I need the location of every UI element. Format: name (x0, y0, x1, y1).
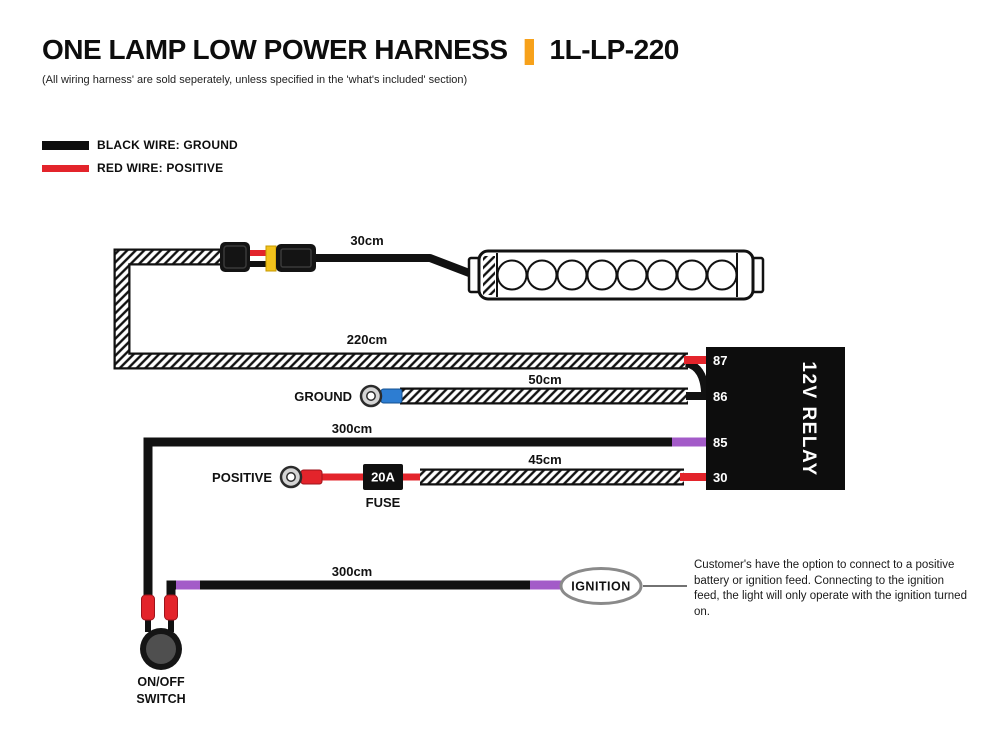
ground-terminal (359, 384, 403, 408)
connector-plug-left (220, 242, 250, 272)
title-separator: | (519, 34, 539, 65)
diagram-labels: 30cm 220cm 50cm 300cm 45cm 300cm GROUND … (136, 233, 561, 706)
switch-assembly (140, 594, 182, 670)
page-title: ONE LAMP LOW POWER HARNESS | 1L-LP-220 (42, 34, 679, 66)
light-bar-end-cap (483, 256, 495, 295)
subtitle: (All wiring harness' are sold seperately… (42, 74, 468, 86)
led-lenses (496, 259, 738, 291)
positive-label: POSITIVE (212, 470, 272, 485)
legend-item-positive: RED WIRE: POSITIVE (42, 161, 238, 175)
ignition-wire (166, 580, 561, 598)
red-bullet-terminal (141, 594, 155, 621)
blue-crimp (380, 388, 403, 404)
positive-terminal (279, 465, 323, 489)
red-bullet-terminal (164, 594, 178, 621)
main-loom-wire (113, 248, 688, 370)
fuse-rating: 20A (371, 470, 395, 485)
ignition-note: Customer's have the option to connect to… (694, 559, 967, 618)
connector-black-stub (250, 261, 268, 267)
switch-relay-wire (143, 437, 676, 598)
fuse-holder: 20A (363, 464, 403, 490)
red-crimp (300, 469, 323, 485)
length-label-45cm: 45cm (528, 452, 561, 467)
connector-yellow-seal (265, 245, 277, 272)
length-label-300cm-ignition: 300cm (332, 564, 372, 579)
switch-label-line2: SWITCH (136, 692, 185, 706)
relay-label: 12V RELAY (798, 361, 819, 476)
relay-pin-30: 30 (713, 470, 727, 485)
relay-box: 87 86 85 30 12V RELAY (706, 347, 845, 490)
led-light-bar (467, 249, 765, 301)
length-label-300cm-relay: 300cm (332, 421, 372, 436)
legend: BLACK WIRE: GROUND RED WIRE: POSITIVE (42, 138, 238, 175)
relay-pin-86: 86 (713, 389, 727, 404)
relay-pin-85: 85 (713, 435, 727, 450)
ignition-label: IGNITION (571, 580, 631, 594)
legend-label-positive: RED WIRE: POSITIVE (97, 161, 224, 175)
header: ONE LAMP LOW POWER HARNESS | 1L-LP-220 (… (42, 34, 679, 86)
ignition-node: IGNITION (559, 567, 687, 605)
lamp-wire (316, 254, 479, 280)
length-label-50cm: 50cm (528, 372, 561, 387)
length-label-220cm: 220cm (347, 332, 387, 347)
legend-item-ground: BLACK WIRE: GROUND (42, 138, 238, 152)
fuse-label: FUSE (366, 495, 401, 510)
length-label-30cm: 30cm (350, 233, 383, 248)
red-wire-swatch (42, 164, 89, 172)
title-text: ONE LAMP LOW POWER HARNESS (42, 34, 508, 65)
harness-connector-pair (220, 242, 316, 272)
connector-red-stub (250, 250, 268, 256)
switch-label-line1: ON/OFF (137, 675, 185, 689)
title-code: 1L-LP-220 (549, 34, 680, 65)
black-wire-swatch (42, 140, 89, 150)
ground-label: GROUND (294, 389, 352, 404)
legend-label-ground: BLACK WIRE: GROUND (97, 138, 238, 152)
relay-pin-87: 87 (713, 353, 727, 368)
connector-plug-right (276, 244, 316, 272)
